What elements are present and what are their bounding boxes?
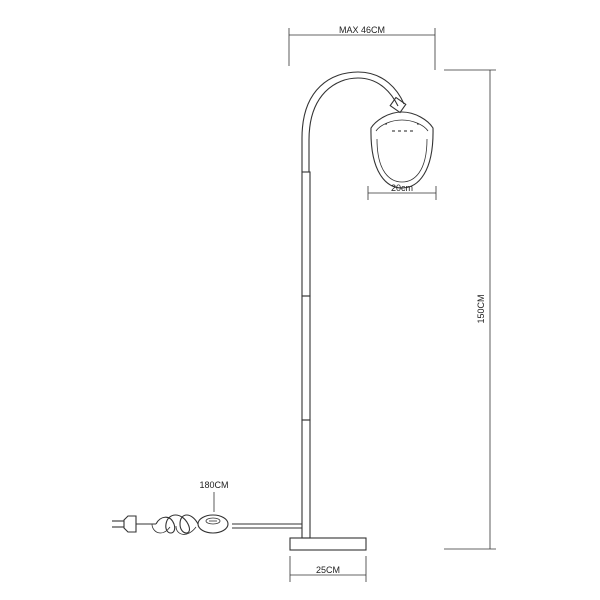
base-width-label: 25CM bbox=[316, 565, 340, 575]
shade-outer bbox=[370, 111, 434, 189]
connector-joint bbox=[389, 96, 407, 114]
shade-rim bbox=[375, 119, 429, 132]
max-width-label: MAX 46CM bbox=[339, 25, 385, 35]
shade-width-label: 20cm bbox=[391, 183, 413, 193]
cable-length-dimension: 180CM bbox=[199, 480, 229, 512]
cable-length-label: 180CM bbox=[199, 480, 228, 490]
cable-coil-shadow bbox=[151, 523, 197, 535]
shade-inner bbox=[376, 138, 428, 183]
power-cable bbox=[112, 514, 302, 535]
lamp-base bbox=[289, 537, 367, 551]
shade-vent-holes bbox=[385, 123, 419, 132]
arm-outer-curve bbox=[301, 71, 405, 172]
pole-segment-middle bbox=[301, 295, 311, 421]
max-width-dimension: MAX 46CM bbox=[288, 25, 436, 70]
base-plate bbox=[289, 537, 367, 551]
plug-body bbox=[123, 515, 137, 533]
arm-inner-curve bbox=[308, 77, 399, 172]
foot-switch-button bbox=[205, 517, 221, 525]
height-dimension: 150CM bbox=[444, 69, 496, 550]
lamp-pole bbox=[301, 171, 311, 539]
shade-width-dimension: 20cm bbox=[367, 183, 437, 200]
height-label: 150CM bbox=[476, 294, 486, 323]
cable-coil bbox=[155, 514, 199, 534]
shade-connector bbox=[389, 96, 407, 114]
lamp-shade bbox=[370, 111, 434, 189]
pole-segment-bottom bbox=[301, 419, 311, 539]
pole-segment-top bbox=[301, 171, 311, 297]
base-width-dimension: 25CM bbox=[289, 556, 367, 582]
lamp-arm bbox=[301, 71, 405, 172]
